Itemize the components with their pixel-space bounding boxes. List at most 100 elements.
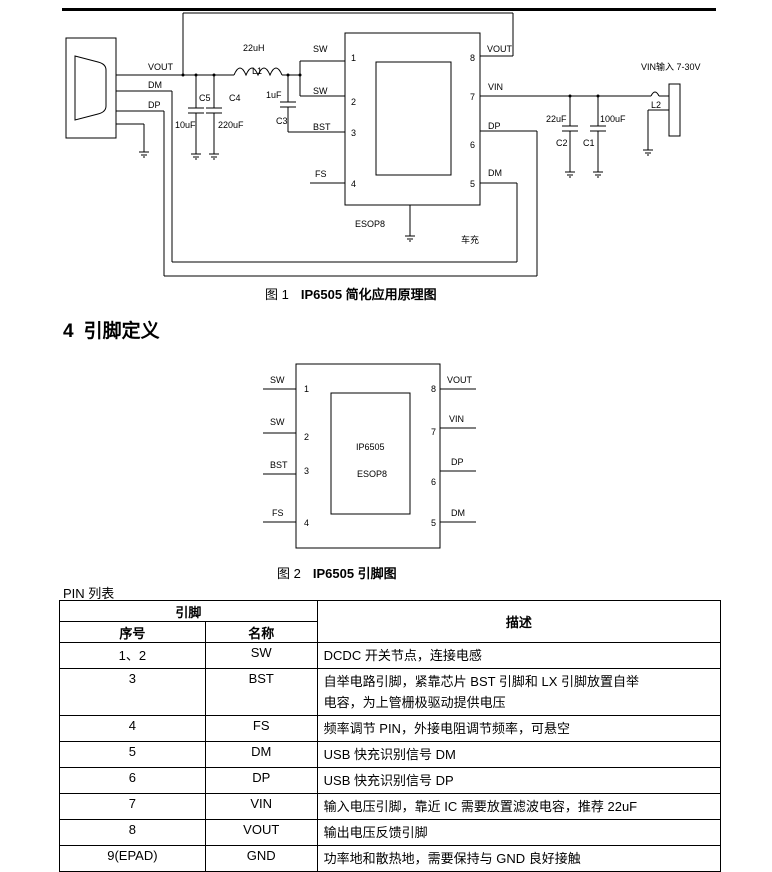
cell-name: DM [204, 741, 318, 768]
cell-description: USB 快充识别信号 DP [316, 767, 722, 794]
table-row: 3 BST 自举电路引脚，紧靠芯片 BST 引脚和 LX 引脚放置自举电容，为上… [59, 668, 722, 716]
cell-description: 功率地和散热地，需要保持与 GND 良好接触 [316, 845, 722, 872]
table-row: 7 VIN 输入电压引脚，靠近 IC 需要放置滤波电容，推荐 22uF [59, 793, 722, 820]
application-schematic: VOUT DM DP 22uH L1 C5 10uF C4 220uF 1uF … [65, 12, 701, 277]
header-pin: 引脚 [59, 600, 318, 622]
pinout-right-num-2: 7 [431, 427, 436, 437]
table-row: 5 DM USB 快充识别信号 DM [59, 741, 722, 768]
ic-pin-1: 1 [351, 53, 356, 63]
ic-pin-3: 3 [351, 128, 356, 138]
cell-number: 9(EPAD) [59, 845, 206, 872]
section-number: 4 [63, 321, 74, 342]
cell-name: VIN [204, 793, 318, 820]
cell-description: 自举电路引脚，紧靠芯片 BST 引脚和 LX 引脚放置自举电容，为上管栅极驱动提… [316, 668, 722, 716]
figure-2-label: 图 2 [277, 566, 301, 581]
ic-pin-6: 6 [470, 140, 475, 150]
description-line: 自举电路引脚，紧靠芯片 BST 引脚和 LX 引脚放置自举 [323, 674, 640, 689]
description-line: USB 快充识别信号 DM [323, 747, 456, 762]
description-line: 功率地和散热地，需要保持与 GND 良好接触 [323, 851, 581, 866]
label-l1-name: L1 [252, 66, 262, 76]
label-fs: FS [315, 169, 327, 179]
section-title: 引脚定义 [83, 321, 160, 342]
cell-name: BST [204, 668, 318, 716]
header-name: 名称 [204, 621, 318, 643]
figure-1-label: 图 1 [265, 287, 289, 302]
cell-number: 4 [59, 715, 206, 742]
description-line: 电容，为上管栅极驱动提供电压 [323, 695, 506, 710]
label-c2-name: C2 [556, 138, 568, 148]
pinout-chip-pad [330, 392, 411, 515]
input-connector [668, 83, 681, 137]
pinout-right-name-2: VIN [449, 414, 464, 424]
description-line: 输入电压引脚，靠近 IC 需要放置滤波电容，推荐 22uF [323, 799, 638, 814]
pinout-right-name-4: DM [451, 508, 465, 518]
label-c3-name: C3 [276, 116, 288, 126]
cell-name: SW [204, 642, 318, 669]
pinout-chip-name: IP6505 [356, 442, 385, 452]
ic-pin-8: 8 [470, 53, 475, 63]
pin-table-title: PIN 列表 [63, 586, 115, 601]
label-l1-value: 22uH [243, 43, 265, 53]
section-heading: 4 引脚定义 [63, 316, 160, 343]
pinout-left-num-1: 1 [304, 384, 309, 394]
pinout-right-name-3: DP [451, 457, 464, 467]
ic-pin-2: 2 [351, 97, 356, 107]
header-number: 序号 [59, 621, 206, 643]
label-c4-name: C4 [229, 93, 241, 103]
label-c5-name: C5 [199, 93, 211, 103]
label-vin-input: VIN输入 7-30V [641, 61, 701, 72]
label-sw2: SW [313, 86, 328, 96]
usb-connector-outline [65, 37, 117, 139]
pinout-chip-package: ESOP8 [357, 469, 387, 479]
cell-number: 1、2 [59, 642, 206, 669]
cell-description: 频率调节 PIN，外接电阻调节频率，可悬空 [316, 715, 722, 742]
description-line: 频率调节 PIN，外接电阻调节频率，可悬空 [323, 721, 570, 736]
label-dp-right: DP [488, 121, 501, 131]
label-vout-left: VOUT [148, 62, 174, 72]
label-dm-left: DM [148, 80, 162, 90]
label-l2-name: L2 [651, 100, 661, 110]
cell-description: 输出电压反馈引脚 [316, 819, 722, 846]
pinout-diagram: SW SW BST FS 1 2 3 4 VOUT VIN DP DM 8 7 … [263, 363, 476, 549]
cell-number: 6 [59, 767, 206, 794]
cell-description: 输入电压引脚，靠近 IC 需要放置滤波电容，推荐 22uF [316, 793, 722, 820]
pin-table: 引脚 描述 序号 名称 1、2 SW DCDC 开关节点，连接电感 3 BST … [59, 600, 722, 872]
pinout-right-num-3: 6 [431, 477, 436, 487]
label-car-charger: 车充 [461, 234, 479, 245]
cell-number: 5 [59, 741, 206, 768]
table-row: 6 DP USB 快充识别信号 DP [59, 767, 722, 794]
description-line: USB 快充识别信号 DP [323, 773, 454, 788]
label-dm-right: DM [488, 168, 502, 178]
label-dp-left: DP [148, 100, 161, 110]
pinout-left-num-3: 3 [304, 466, 309, 476]
ic-pin-5: 5 [470, 179, 475, 189]
junction-dots [181, 73, 600, 98]
pinout-right-num-1: 8 [431, 384, 436, 394]
ic-pin-4: 4 [351, 179, 356, 189]
label-package: ESOP8 [355, 219, 385, 229]
description-line: 输出电压反馈引脚 [323, 825, 428, 840]
pinout-left-name-1: SW [270, 375, 285, 385]
usb-connector-port [74, 55, 107, 121]
cell-number: 8 [59, 819, 206, 846]
label-c5-value: 10uF [175, 120, 196, 130]
ic-pad [375, 61, 452, 176]
ic-body [344, 32, 481, 206]
pinout-right-name-1: VOUT [447, 375, 473, 385]
cell-number: 7 [59, 793, 206, 820]
label-sw1: SW [313, 44, 328, 54]
label-bst: BST [313, 122, 331, 132]
label-c4-value: 220uF [218, 120, 244, 130]
label-vin-right: VIN [488, 82, 503, 92]
cell-name: VOUT [204, 819, 318, 846]
cell-name: FS [204, 715, 318, 742]
cell-number: 3 [59, 668, 206, 716]
cell-name: GND [204, 845, 318, 872]
label-c1-name: C1 [583, 138, 595, 148]
inductor-l2 [650, 91, 660, 97]
pinout-right-num-4: 5 [431, 518, 436, 528]
pinout-left-num-4: 4 [304, 518, 309, 528]
label-c3-value: 1uF [266, 90, 282, 100]
